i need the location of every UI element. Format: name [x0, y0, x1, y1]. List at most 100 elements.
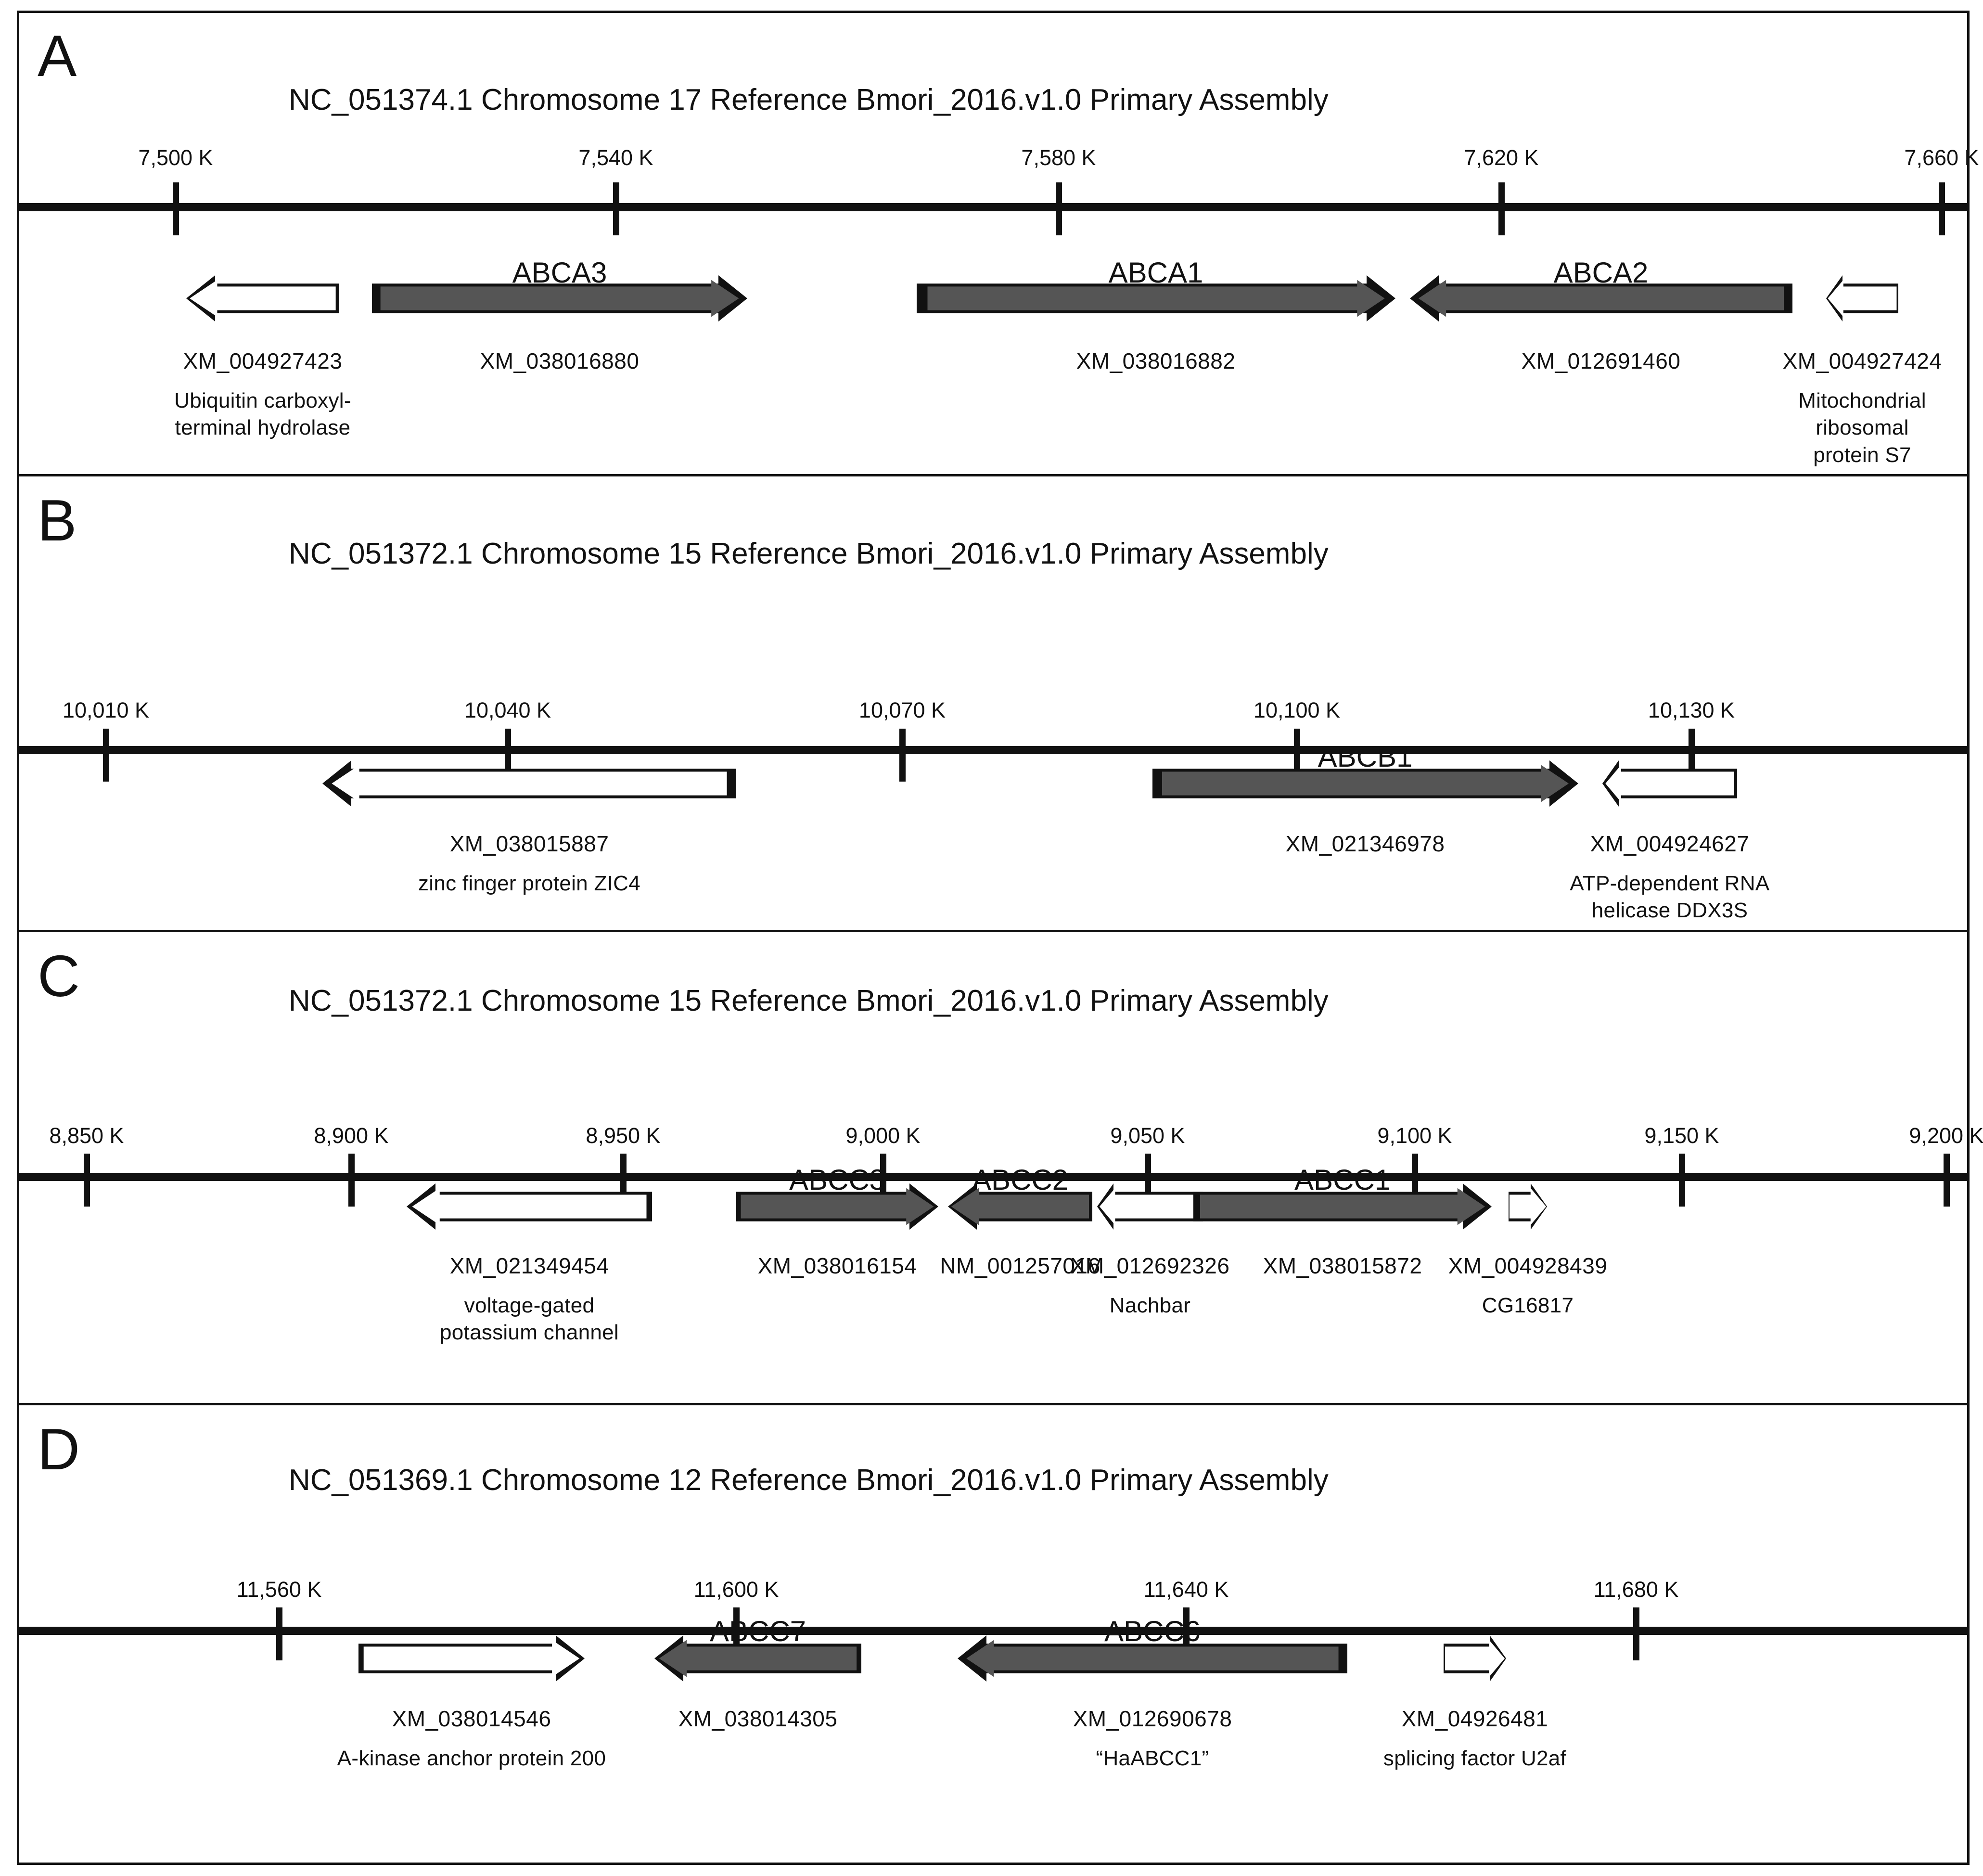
axis-tick	[613, 182, 619, 235]
transcript-accession-label: XM_038016154	[757, 1253, 917, 1278]
axis-tick	[1056, 182, 1062, 235]
axis-tick-label: 8,850 K	[49, 1123, 124, 1148]
axis-tick-label: 10,010 K	[62, 698, 150, 722]
axis-tick-label: 10,040 K	[464, 698, 551, 722]
axis-tick-label: 7,580 K	[1021, 145, 1096, 170]
transcript-accession-label: XM_021349454	[449, 1253, 609, 1278]
gene-arrow	[917, 275, 1395, 321]
transcript-accession-label: XM_004924627	[1590, 831, 1750, 856]
axis-tick-label: 11,560 K	[236, 1577, 322, 1602]
panel-d: D NC_051369.1 Chromosome 12 Reference Bmo…	[17, 1403, 1970, 1865]
axis-tick-label: 11,640 K	[1143, 1577, 1229, 1602]
gene-arrow	[948, 1183, 1092, 1230]
gene-arrow	[654, 1635, 861, 1682]
gene-product-description: Ubiquitin carboxyl- terminal hydrolase	[174, 389, 351, 440]
axis-tick-label: 9,050 K	[1110, 1123, 1185, 1148]
gene-name-label: ABCC2	[972, 1164, 1069, 1196]
axis-tick-label: 7,500 K	[138, 145, 213, 170]
gene-arrow	[358, 1635, 585, 1682]
axis-tick	[1689, 729, 1695, 782]
axis-tick-label: 10,070 K	[858, 698, 946, 722]
axis-tick-label: 10,100 K	[1253, 698, 1341, 722]
axis-tick-label: 7,660 K	[1904, 145, 1979, 170]
gene-name-label: ABCC7	[709, 1615, 806, 1647]
transcript-accession-label: XM_038015872	[1263, 1253, 1422, 1278]
axis-tick	[276, 1607, 282, 1660]
chromosome-axis-line	[19, 203, 1967, 211]
gene-arrow	[407, 1183, 652, 1230]
axis-tick-label: 9,100 K	[1377, 1123, 1452, 1148]
gene-arrow	[1826, 275, 1898, 321]
axis-tick-label: 7,540 K	[578, 145, 653, 170]
gene-arrow	[1602, 760, 1737, 807]
axis-tick-label: 7,620 K	[1464, 145, 1539, 170]
panel-title: NC_051369.1 Chromosome 12 Reference Bmor…	[289, 1464, 1329, 1497]
panel-c: C NC_051372.1 Chromosome 15 Reference Bmo…	[17, 930, 1983, 1405]
gene-arrow	[1152, 760, 1578, 807]
gene-name-label: ABCA1	[1108, 257, 1203, 289]
gene-arrow	[1410, 275, 1792, 321]
axis-tick	[1294, 729, 1300, 782]
panel-letter: D	[38, 1416, 80, 1482]
axis-tick	[1939, 182, 1945, 235]
panel-title: NC_051372.1 Chromosome 15 Reference Bmor…	[289, 537, 1329, 570]
transcript-accession-label: XM_021346978	[1285, 831, 1445, 856]
axis-tick	[84, 1154, 90, 1207]
gene-arrow	[958, 1635, 1347, 1682]
transcript-accession-label: XM_038015887	[449, 831, 609, 856]
chromosome-axis-line	[19, 746, 1967, 754]
transcript-accession-label: XM_038014305	[678, 1706, 838, 1731]
chromosome-axis-line	[19, 1173, 1967, 1181]
axis-tick-label: 8,900 K	[314, 1123, 389, 1148]
transcript-accession-label: XM_04926481	[1401, 1706, 1548, 1731]
gene-arrow	[186, 275, 339, 321]
axis-tick	[505, 729, 511, 782]
gene-product-description: Nachbar	[1109, 1294, 1191, 1317]
transcript-accession-label: XM_038014546	[392, 1706, 551, 1731]
axis-tick	[103, 729, 109, 782]
gene-name-label: ABCB1	[1318, 741, 1413, 773]
gene-arrow	[1193, 1183, 1492, 1230]
axis-tick	[1498, 182, 1505, 235]
panel-letter: A	[38, 23, 77, 89]
axis-tick	[1944, 1154, 1950, 1207]
axis-tick	[1679, 1154, 1685, 1207]
gene-name-label: ABCC6	[1104, 1615, 1201, 1647]
gene-product-description: A-kinase anchor protein 200	[337, 1747, 606, 1770]
gene-product-description: “HaABCC1”	[1096, 1747, 1209, 1770]
transcript-accession-label: XM_038016882	[1076, 348, 1236, 373]
gene-name-label: ABCC1	[1294, 1164, 1391, 1196]
gene-product-description: voltage-gated potassium channel	[440, 1294, 619, 1345]
gene-product-description: ATP-dependent RNA helicase DDX3S	[1570, 872, 1770, 923]
axis-tick	[899, 729, 906, 782]
axis-tick-label: 10,130 K	[1648, 698, 1735, 722]
transcript-accession-label: XM_004927423	[183, 348, 343, 373]
axis-tick-label: 11,680 K	[1593, 1577, 1679, 1602]
transcript-accession-label: XM_012691460	[1521, 348, 1681, 373]
axis-tick-label: 8,950 K	[586, 1123, 661, 1148]
axis-tick-label: 9,150 K	[1644, 1123, 1719, 1148]
panel-b: B NC_051372.1 Chromosome 15 Reference Bmo…	[17, 474, 1970, 932]
axis-tick	[173, 182, 179, 235]
axis-tick	[1633, 1607, 1639, 1660]
gene-name-label: ABCA3	[512, 257, 607, 289]
transcript-accession-label: XM_012690678	[1073, 1706, 1232, 1731]
gene-arrow	[1509, 1183, 1547, 1230]
gene-product-description: CG16817	[1482, 1294, 1574, 1317]
panel-title: NC_051372.1 Chromosome 15 Reference Bmor…	[289, 984, 1329, 1017]
panel-letter: C	[38, 943, 80, 1009]
gene-arrow	[736, 1183, 938, 1230]
axis-tick	[348, 1154, 355, 1207]
panel-letter: B	[38, 488, 77, 553]
transcript-accession-label: XM_012692326	[1070, 1253, 1230, 1278]
gene-arrow	[322, 760, 736, 807]
gene-product-description: splicing factor U2af	[1383, 1747, 1567, 1770]
gene-name-label: ABCA2	[1553, 257, 1649, 289]
chromosome-axis-line	[19, 1627, 1967, 1635]
gene-product-description: zinc finger protein ZIC4	[418, 872, 641, 895]
transcript-accession-label: XM_004927424	[1782, 348, 1942, 373]
axis-tick-label: 9,000 K	[845, 1123, 921, 1148]
transcript-accession-label: NM_001257016	[940, 1253, 1100, 1278]
axis-tick-label: 9,200 K	[1909, 1123, 1983, 1148]
